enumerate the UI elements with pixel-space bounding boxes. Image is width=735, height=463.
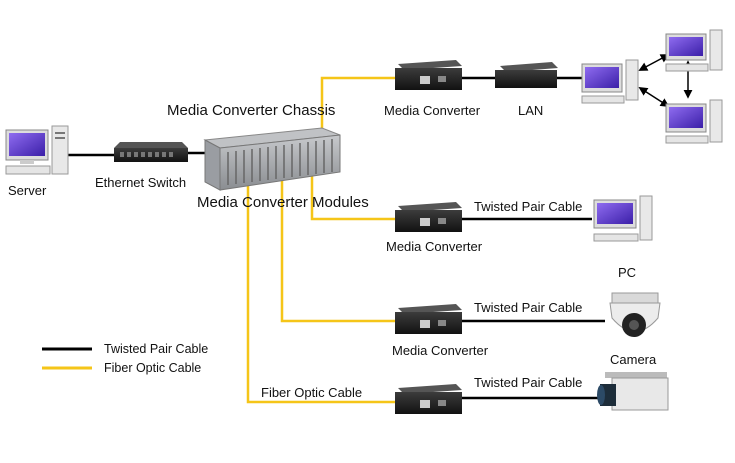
chassis-label: Media Converter Chassis bbox=[167, 102, 336, 119]
legend-fiber-optic-label: Fiber Optic Cable bbox=[104, 361, 202, 375]
server-label: Server bbox=[8, 183, 47, 198]
media-converter-icon bbox=[395, 384, 462, 414]
fiber-to-top-converter bbox=[320, 76, 395, 150]
media-converter-icon bbox=[395, 304, 462, 334]
media-converter-label-dome: Media Converter bbox=[392, 343, 489, 358]
twisted-pair-label-pc: Twisted Pair Cable bbox=[474, 199, 583, 214]
box-camera-icon bbox=[597, 372, 669, 411]
ethernet-switch-label: Ethernet Switch bbox=[95, 175, 187, 190]
fiber-to-pc-converter bbox=[310, 175, 395, 221]
fiber-to-dome-converter bbox=[280, 180, 395, 323]
pc-icon bbox=[665, 99, 723, 144]
pc-icon bbox=[581, 59, 639, 104]
fiber-optic-cables bbox=[246, 76, 395, 404]
camera-label: Camera bbox=[610, 352, 657, 367]
fiber-optic-label: Fiber Optic Cable bbox=[261, 385, 363, 400]
pc-icon bbox=[665, 29, 723, 72]
lan-switch-icon bbox=[495, 62, 558, 88]
pc-icon bbox=[593, 195, 653, 242]
chassis-icon bbox=[203, 127, 341, 191]
twisted-pair-cables bbox=[66, 76, 605, 400]
server-computer-icon bbox=[5, 125, 69, 175]
twisted-pair-label-dome: Twisted Pair Cable bbox=[474, 300, 583, 315]
ethernet-switch-icon bbox=[114, 142, 188, 162]
legend-twisted-pair-label: Twisted Pair Cable bbox=[104, 342, 209, 356]
arrow-lan-pc-top bbox=[638, 54, 670, 71]
media-converter-label-top: Media Converter bbox=[384, 103, 481, 118]
media-converter-label-pc: Media Converter bbox=[386, 239, 483, 254]
media-converter-icon bbox=[395, 202, 462, 232]
fiber-to-box-converter bbox=[246, 185, 395, 404]
arrow-lan-pc-bottom bbox=[638, 87, 670, 107]
media-converter-icon bbox=[395, 60, 462, 90]
lan-label: LAN bbox=[518, 103, 544, 118]
twisted-pair-label-box: Twisted Pair Cable bbox=[474, 375, 583, 390]
pc-label: PC bbox=[618, 265, 637, 280]
modules-label: Media Converter Modules bbox=[197, 194, 369, 211]
dome-camera-icon bbox=[609, 292, 661, 337]
